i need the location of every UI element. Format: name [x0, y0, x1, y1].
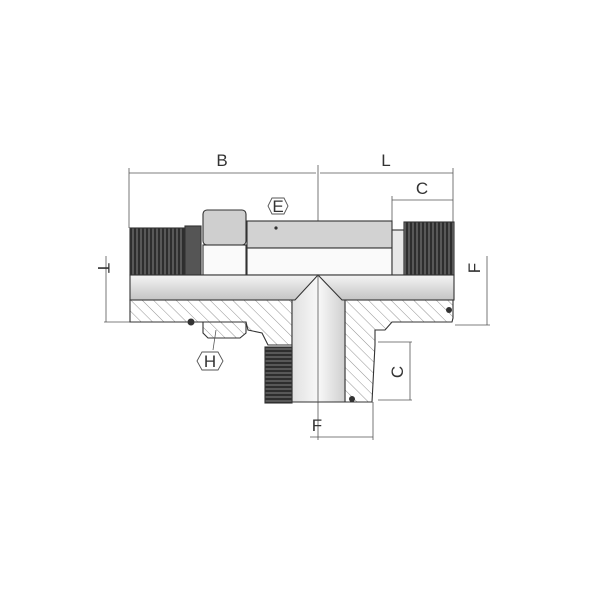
bottom-thread — [264, 346, 293, 404]
label-h: H — [204, 352, 216, 371]
label-c-side: C — [388, 366, 407, 378]
left-thread — [129, 227, 186, 276]
label-c-top: C — [416, 179, 428, 198]
left-collar — [184, 225, 202, 276]
label-b: B — [216, 151, 227, 170]
label-f-bottom: F — [312, 416, 322, 435]
vertical-bore — [291, 274, 346, 403]
label-t: T — [94, 263, 113, 273]
body-hex-e — [246, 220, 393, 249]
label-l: L — [381, 151, 390, 170]
right-thread — [403, 221, 455, 276]
hex-callout-h: H — [196, 329, 224, 371]
hex-nut-h — [202, 209, 247, 246]
label-f-side: F — [465, 263, 484, 273]
horizontal-bore — [129, 274, 455, 301]
hex-callout-e: E — [267, 197, 289, 216]
label-e: E — [272, 197, 283, 216]
